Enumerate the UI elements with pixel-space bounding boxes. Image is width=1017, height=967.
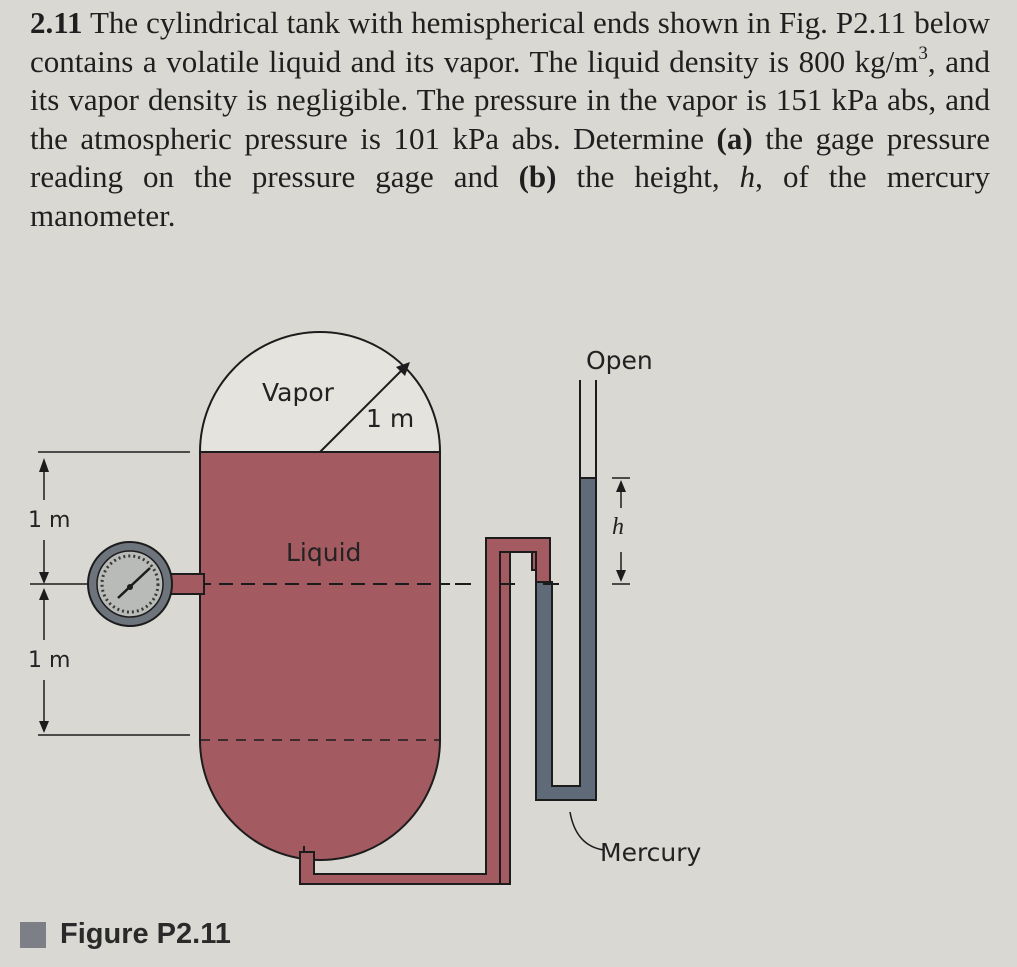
problem-text-5: , of the mercury manometer. [30,159,990,233]
problem-text-3: the gage pressure reading on the pressur… [30,120,990,195]
label-h: h [612,514,624,540]
label-open: Open [586,346,653,375]
problem-text-2: , and its vapor density is negligible. T… [30,43,990,156]
label-liquid: Liquid [286,538,362,567]
caption-square-icon [20,921,46,948]
mercury-u-tube [535,477,597,801]
dim-lower-arrow-bottom [39,721,49,733]
problem-statement: 2.11 The cylindrical tank with hemispher… [30,4,990,235]
label-mercury: Mercury [600,838,702,867]
gage-tick-ring [100,554,160,614]
gage-hub [127,584,133,590]
part-b-label: (b) [518,159,557,194]
label-radius: 1 m [366,404,415,433]
gage-needle [117,567,151,599]
mercury-leader-line [569,811,605,851]
h-dim-arrow-top [616,480,626,492]
gage-stem [167,573,205,595]
dim-upper-arrow-top [39,458,49,472]
problem-text-4: the height, [556,159,740,194]
h-dim-arrow-bottom [616,570,626,582]
superscript-3: 3 [918,42,928,64]
label-dim-lower: 1 m [28,648,71,673]
label-vapor: Vapor [262,378,334,407]
part-a-label: (a) [716,120,753,156]
radius-arrowhead [396,362,410,376]
caption-text: Figure P2.11 [60,918,231,950]
problem-text-1: The cylindrical tank with hemispherical … [30,5,990,79]
problem-number: 2.11 [30,5,83,40]
dim-upper-arrow-bottom [39,572,49,584]
label-dim-upper: 1 m [28,508,71,533]
radius-line [319,365,407,453]
figure-caption: Figure P2.11 [20,918,231,951]
variable-h: h [739,159,756,194]
tank-liquid-region [199,451,441,861]
tank-vapor-dome [198,331,442,453]
